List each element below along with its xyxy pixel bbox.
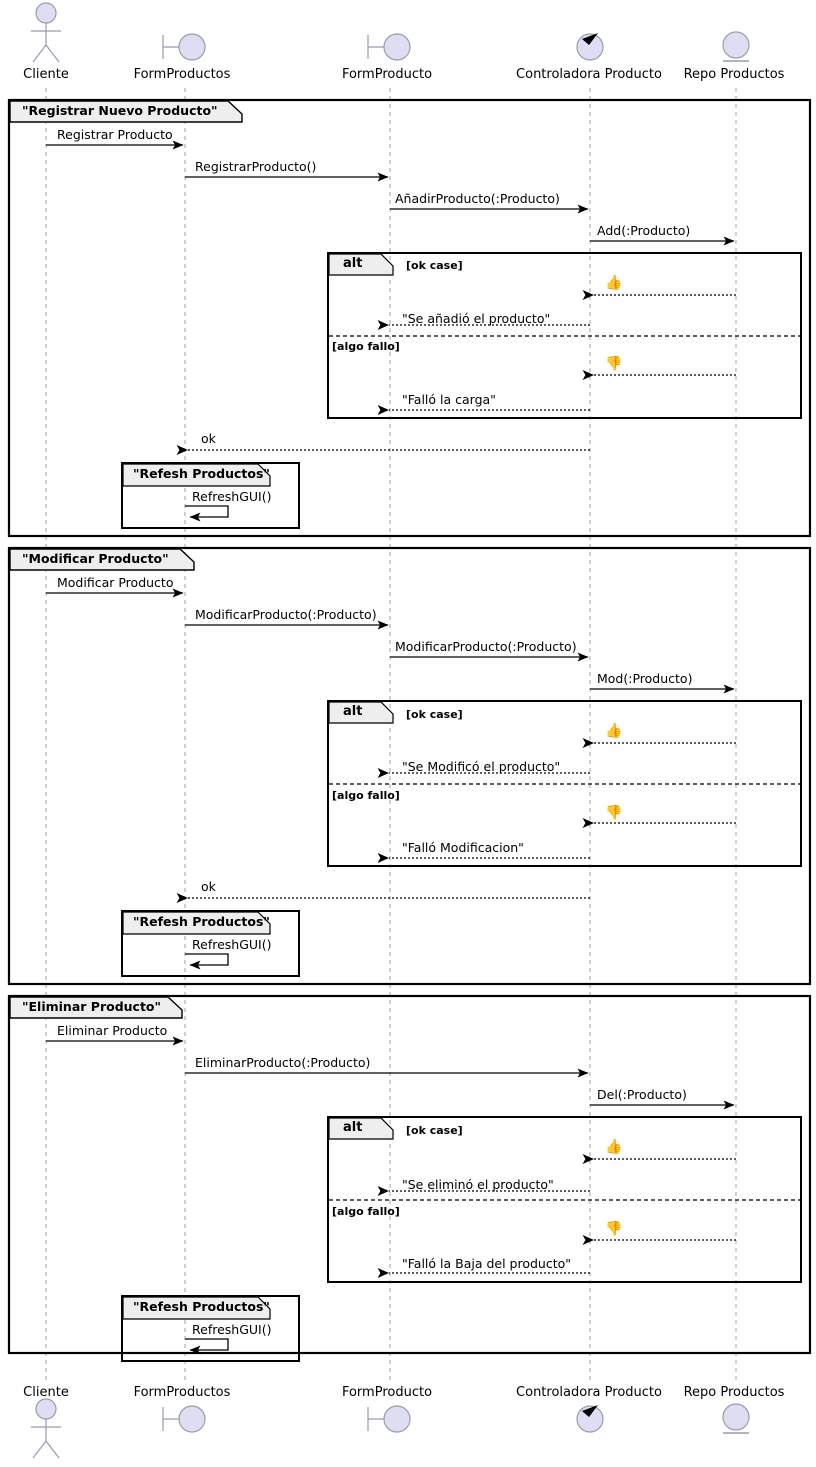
message-label-ok-registrar: ok bbox=[201, 431, 216, 446]
lifelines bbox=[45, 88, 737, 1380]
frame-registrar-self-call bbox=[185, 505, 229, 522]
frame-eliminar-self-call bbox=[185, 1338, 229, 1355]
frame-modificar-alt-box bbox=[327, 700, 802, 867]
message-label-modificar-producto: Modificar Producto bbox=[57, 575, 174, 590]
alt-operator-modificar: alt bbox=[343, 704, 363, 719]
participant-label-formproducto-bottom: FormProducto bbox=[341, 1385, 433, 1400]
frame-title-modificar: "Modificar Producto" bbox=[22, 551, 169, 566]
message-label-mod-producto: Mod(:Producto) bbox=[597, 671, 693, 686]
thumbs-up-icon-eliminar: 👍 bbox=[605, 1139, 623, 1155]
boundary-icon-bottom-2 bbox=[367, 1405, 411, 1433]
message-label-anadirproducto: AñadirProducto(:Producto) bbox=[395, 191, 560, 206]
alt-operator-registrar: alt bbox=[343, 256, 363, 271]
message-label-add-producto: Add(:Producto) bbox=[597, 223, 691, 238]
message-label-eliminarproducto: EliminarProducto(:Producto) bbox=[195, 1055, 371, 1070]
message-label-se-anadio: "Se añadió el producto" bbox=[402, 311, 551, 326]
frame-modificar-self-call bbox=[185, 953, 229, 970]
thumbs-up-icon-registrar: 👍 bbox=[605, 275, 623, 291]
participant-label-controladora-top: Controladora Producto bbox=[516, 67, 662, 82]
message-label-refreshgui-modificar: RefreshGUI() bbox=[192, 937, 272, 952]
message-label-del-producto: Del(:Producto) bbox=[597, 1087, 687, 1102]
refresh-title-modificar: "Refesh Productos" bbox=[133, 914, 270, 929]
boundary-icon-top-2 bbox=[367, 33, 411, 61]
actor-icon-top bbox=[31, 2, 61, 63]
frame-title-eliminar: "Eliminar Producto" bbox=[22, 999, 162, 1014]
participant-label-controladora-bottom: Controladora Producto bbox=[516, 1385, 662, 1400]
message-label-modificarproducto-2: ModificarProducto(:Producto) bbox=[395, 639, 577, 654]
alt-guard-fail-modificar: [algo fallo] bbox=[332, 789, 400, 802]
refresh-title-eliminar: "Refesh Productos" bbox=[133, 1299, 270, 1314]
message-label-refreshgui-registrar: RefreshGUI() bbox=[192, 489, 272, 504]
message-label-fallo-modif: "Falló Modificacion" bbox=[402, 840, 524, 855]
message-label-se-elimino: "Se eliminó el producto" bbox=[402, 1177, 554, 1192]
entity-icon-top bbox=[722, 31, 750, 62]
participant-label-repo-bottom: Repo Productos bbox=[683, 1385, 785, 1400]
alt-guard-fail-registrar: [algo fallo] bbox=[332, 340, 400, 353]
control-icon-bottom bbox=[576, 1405, 604, 1433]
message-label-modificarproducto-1: ModificarProducto(:Producto) bbox=[195, 607, 377, 622]
participant-label-repo-top: Repo Productos bbox=[683, 67, 785, 82]
refresh-title-registrar: "Refesh Productos" bbox=[133, 466, 270, 481]
message-label-fallo-baja: "Falló la Baja del producto" bbox=[402, 1256, 572, 1271]
thumbs-down-icon-registrar: 👎 bbox=[605, 356, 623, 372]
thumbs-down-icon-modificar: 👎 bbox=[605, 805, 623, 821]
message-label-refreshgui-eliminar: RefreshGUI() bbox=[192, 1322, 272, 1337]
participant-label-formproductos-bottom: FormProductos bbox=[133, 1385, 231, 1400]
control-icon-top bbox=[576, 33, 604, 61]
alt-guard-ok-modificar: [ok case] bbox=[406, 708, 463, 721]
thumbs-up-icon-modificar: 👍 bbox=[605, 723, 623, 739]
alt-operator-eliminar: alt bbox=[343, 1120, 363, 1135]
message-label-ok-modificar: ok bbox=[201, 879, 216, 894]
message-label-registrar-producto: Registrar Producto bbox=[57, 127, 173, 142]
alt-guard-fail-eliminar: [algo fallo] bbox=[332, 1205, 400, 1218]
message-label-eliminar-producto: Eliminar Producto bbox=[57, 1023, 168, 1038]
participant-label-formproductos-top: FormProductos bbox=[133, 67, 231, 82]
actor-icon-bottom bbox=[31, 1398, 61, 1459]
message-label-registrarproducto: RegistrarProducto() bbox=[195, 159, 317, 174]
participant-label-cliente-top: Cliente bbox=[23, 67, 69, 82]
participant-label-cliente-bottom: Cliente bbox=[23, 1385, 69, 1400]
frame-registrar-alt-box bbox=[327, 252, 802, 419]
boundary-icon-top-1 bbox=[162, 33, 206, 61]
frame-title-registrar: "Registrar Nuevo Producto" bbox=[22, 103, 218, 118]
alt-guard-ok-eliminar: [ok case] bbox=[406, 1124, 463, 1137]
frame-eliminar-box bbox=[7, 994, 812, 1355]
entity-icon-bottom bbox=[722, 1403, 750, 1434]
participant-label-formproducto-top: FormProducto bbox=[341, 67, 433, 82]
alt-guard-ok-registrar: [ok case] bbox=[406, 259, 463, 272]
message-label-se-modifico: "Se Modificó el producto" bbox=[402, 759, 561, 774]
message-label-fallo-carga: "Falló la carga" bbox=[402, 392, 496, 407]
thumbs-down-icon-eliminar: 👎 bbox=[605, 1221, 623, 1237]
boundary-icon-bottom-1 bbox=[162, 1405, 206, 1433]
